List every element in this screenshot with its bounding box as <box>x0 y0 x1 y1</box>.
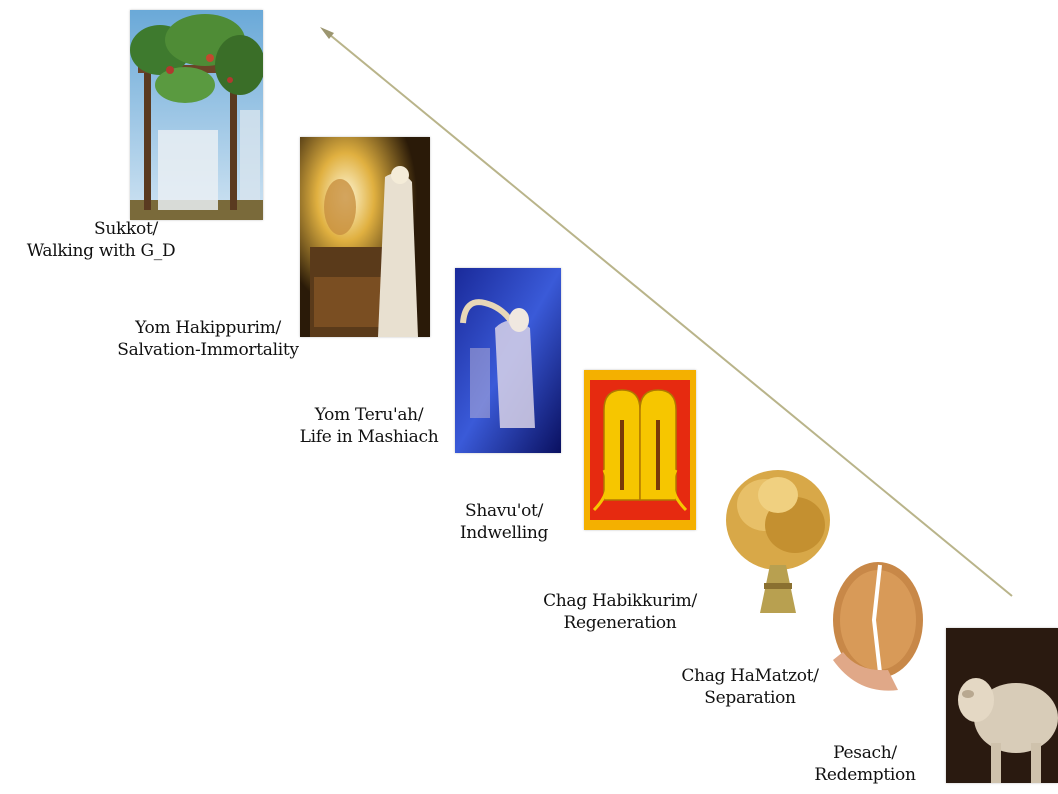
stage-subtitle: Salvation-Immortality <box>108 339 308 361</box>
stage-label-yom-hakippurim: Yom Hakippurim/ Salvation-Immortality <box>108 317 308 361</box>
high-priest-altar-image <box>300 137 430 337</box>
stage-title: Pesach/ <box>800 742 930 764</box>
stage-title: Yom Teru'ah/ <box>284 404 454 426</box>
sukkah-booth-image <box>130 10 263 220</box>
stage-label-pesach: Pesach/ Redemption <box>800 742 930 786</box>
stage-title: Sukkot/ <box>6 218 196 240</box>
stage-subtitle: Indwelling <box>444 522 564 544</box>
stage-subtitle: Redemption <box>800 764 930 786</box>
stage-label-chag-habikkurim: Chag Habikkurim/ Regeneration <box>520 590 720 634</box>
lamb-image <box>946 628 1058 783</box>
wheat-sheaf-image <box>720 465 835 615</box>
stage-label-sukkot: Sukkot/ Walking with G_D <box>6 218 196 262</box>
shofar-blowing-image <box>455 268 561 453</box>
stage-label-yom-teruah: Yom Teru'ah/ Life in Mashiach <box>284 404 454 448</box>
tablets-of-law-image <box>584 370 696 530</box>
stage-subtitle: Walking with G_D <box>6 240 196 262</box>
stage-subtitle: Separation <box>660 687 840 709</box>
unleavened-bread-image <box>828 560 928 695</box>
stage-title: Chag Habikkurim/ <box>520 590 720 612</box>
stage-label-shavuot: Shavu'ot/ Indwelling <box>444 500 564 544</box>
stage-label-chag-hamatzot: Chag HaMatzot/ Separation <box>660 665 840 709</box>
stage-title: Yom Hakippurim/ <box>108 317 308 339</box>
stage-title: Shavu'ot/ <box>444 500 564 522</box>
stage-title: Chag HaMatzot/ <box>660 665 840 687</box>
stage-subtitle: Regeneration <box>520 612 720 634</box>
stage-subtitle: Life in Mashiach <box>284 426 454 448</box>
